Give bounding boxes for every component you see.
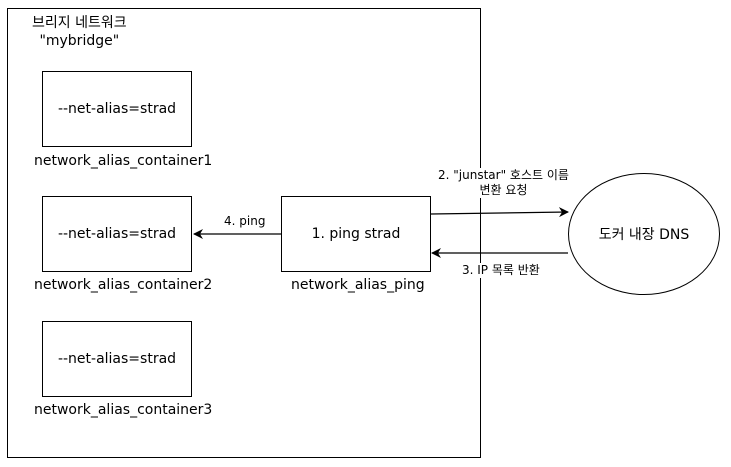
ping-container-caption: network_alias_ping (291, 277, 425, 293)
alias-container-2-caption: network_alias_container2 (34, 277, 213, 293)
bridge-network-frame (7, 8, 481, 458)
alias-container-1-label: --net-alias=strad (57, 101, 177, 117)
request-edge-label: 2. "junstar" 호스트 이름 변환 요청 (438, 168, 569, 198)
docker-dns-ellipse: 도커 내장 DNS (568, 173, 720, 295)
alias-container-1-box: --net-alias=strad (42, 71, 192, 147)
alias-container-3-caption: network_alias_container3 (34, 402, 213, 418)
bridge-title-line1: 브리지 네트워크 (32, 15, 127, 31)
request-label-line1: 2. "junstar" 호스트 이름 (438, 168, 569, 182)
alias-container-3-label: --net-alias=strad (57, 351, 177, 367)
alias-container-1-caption: network_alias_container1 (34, 153, 213, 169)
alias-container-3-box: --net-alias=strad (42, 321, 192, 397)
response-edge-label: 3. IP 목록 반환 (462, 263, 540, 278)
bridge-title-line2: "mybridge" (39, 33, 120, 49)
alias-container-2-box: --net-alias=strad (42, 196, 192, 272)
ping-edge-label: 4. ping (224, 214, 266, 229)
request-label-line2: 변환 요청 (479, 183, 528, 197)
ping-container-label: 1. ping strad (311, 226, 401, 242)
ping-container-box: 1. ping strad (281, 196, 431, 272)
bridge-network-title: 브리지 네트워크 "mybridge" (32, 14, 127, 50)
docker-dns-label: 도커 내장 DNS (598, 227, 690, 243)
request-arrow (430, 207, 569, 218)
alias-container-2-label: --net-alias=strad (57, 226, 177, 242)
